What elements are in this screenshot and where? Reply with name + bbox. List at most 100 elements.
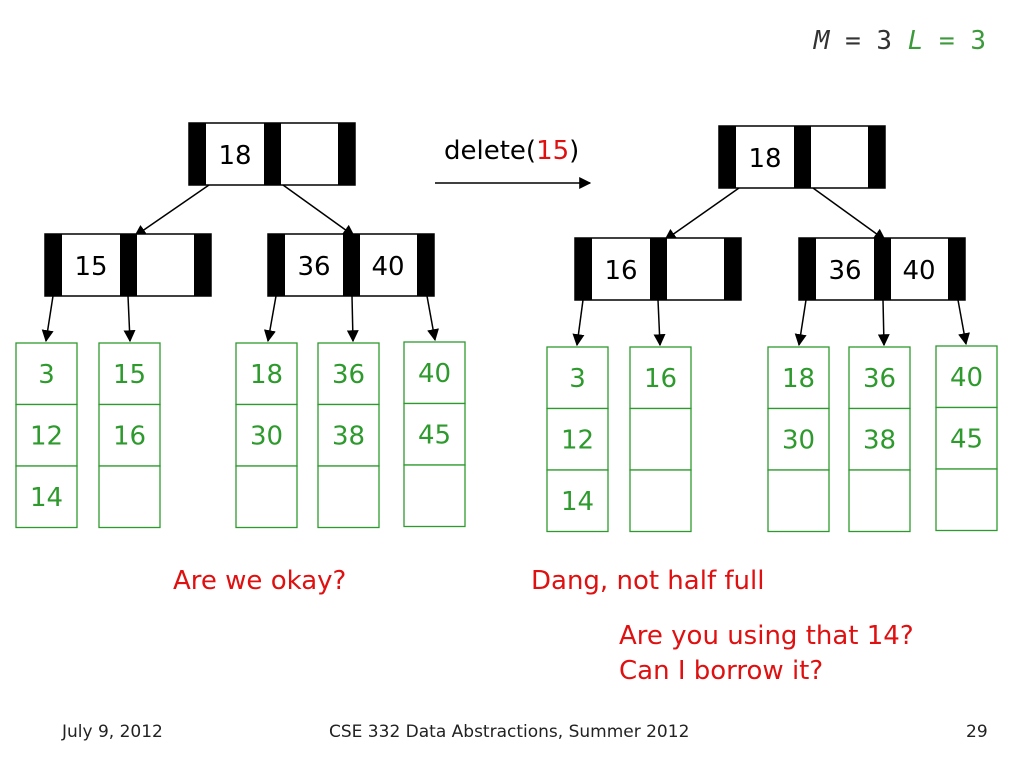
tree-before-root-node-pointer-0 — [189, 123, 206, 185]
tree-before-leaf-arrow-0 — [41, 295, 54, 343]
m-value: 3 — [876, 26, 893, 56]
caption-okay: Are we okay? — [173, 566, 347, 596]
tree-after-leaf-arrow-4 — [957, 299, 970, 346]
tree-before-root-arrow-right — [282, 184, 355, 237]
operation-arg: 15 — [536, 136, 570, 166]
tree-after-internal-node-1-pointer-0 — [799, 238, 816, 300]
tree-before-leaf-2-value-1: 30 — [250, 422, 283, 452]
tree-after-leaf-0-cell-0 — [546, 346, 609, 410]
tree-after-leaf-3-value-0: 36 — [863, 364, 896, 394]
tree-after-internal-node-1-pointer-2 — [948, 238, 965, 300]
tree-before-leaf-3: 36 38 — [317, 342, 380, 529]
tree-after-leaf-4: 40 45 — [935, 345, 998, 532]
operation-close: ) — [569, 136, 580, 166]
tree-before-internal-node-1-pointer-2 — [417, 234, 434, 296]
tree-after-leaf-4-cell-0 — [935, 345, 998, 409]
tree-after-internal-node-1-key-0: 36 — [828, 256, 861, 286]
tree-after-root-node-pointer-0 — [719, 126, 736, 188]
tree-after-leaf-0-cell-2 — [546, 469, 609, 533]
tree-before-leaf-3-cell-0 — [317, 342, 380, 406]
tree-after-leaf-2-value-0: 18 — [782, 364, 815, 394]
tree-before-leaf-1-cell-2 — [98, 465, 161, 529]
tree-after-root-node-pointer-2 — [868, 126, 885, 188]
tree-after-root-arrow-left — [664, 187, 740, 241]
tree-after-leaf-3-value-1: 38 — [863, 426, 896, 456]
tree-after-leaf-1-cell-0 — [629, 346, 692, 410]
tree-after-leaf-4-cell-2 — [935, 468, 998, 532]
tree-before-internal-node-1-pointer-0 — [268, 234, 285, 296]
tree-before-leaf-0-cell-0 — [15, 342, 78, 406]
l-value: 3 — [970, 26, 986, 56]
caption-borrow-1: Are you using that 14? — [619, 621, 914, 651]
tree-before-leaf-4-cell-2 — [403, 464, 466, 528]
tree-after-root-node: 18 — [718, 125, 886, 189]
footer-course: CSE 332 Data Abstractions, Summer 2012 — [329, 722, 690, 742]
tree-after-leaf-3: 36 38 — [848, 346, 911, 533]
order-parameters: M = 3 L = 3 — [814, 26, 986, 56]
footer-page-number: 29 — [966, 722, 988, 742]
tree-after-leaf-arrow-2 — [794, 299, 807, 347]
tree-before-internal-node-0: 15 — [44, 233, 212, 297]
tree-after-internal-node-1-pointer-1 — [874, 238, 891, 300]
tree-before-leaf-2-cell-1 — [235, 403, 298, 467]
l-label: L — [907, 26, 924, 56]
tree-before-leaf-3-value-0: 36 — [332, 360, 365, 390]
tree-before-leaf-1-value-1: 16 — [113, 422, 146, 452]
tree-before-internal-node-0-pointer-0 — [45, 234, 62, 296]
tree-after-internal-node-0-pointer-0 — [575, 238, 592, 300]
tree-after-leaf-4-value-1: 45 — [950, 425, 983, 455]
tree-before-internal-node-0-pointer-1 — [120, 234, 137, 296]
caption-borrow-2: Can I borrow it? — [619, 656, 824, 686]
tree-after-leaf-0-value-0: 3 — [569, 364, 586, 394]
tree-before-root-node-key-0: 18 — [218, 141, 251, 171]
tree-after-leaf-arrow-3 — [877, 299, 890, 347]
tree-before-root-node-pointer-2 — [338, 123, 355, 185]
tree-after-leaf-1-cell-1 — [629, 407, 692, 471]
tree-before-leaf-1-value-0: 15 — [113, 360, 146, 390]
tree-after-root-node-pointer-1 — [794, 126, 811, 188]
tree-after-leaf-3-cell-2 — [848, 469, 911, 533]
tree-before-leaf-arrow-2 — [263, 295, 277, 343]
tree-before-internal-node-1-key-0: 36 — [297, 252, 330, 282]
tree-before-root-node: 18 — [188, 122, 356, 186]
tree-before-leaf-0-cell-2 — [15, 465, 78, 529]
tree-after-leaf-3-cell-0 — [848, 346, 911, 410]
tree-before-leaf-2-value-0: 18 — [250, 360, 283, 390]
tree-before-leaf-3-cell-1 — [317, 403, 380, 467]
tree-before-internal-node-0-pointer-2 — [194, 234, 211, 296]
m-equals: = — [829, 26, 877, 56]
tree-after-leaf-1-value-0: 16 — [644, 364, 677, 394]
tree-before-internal-node-0-key-0: 15 — [74, 252, 107, 282]
tree-before-leaf-arrow-1 — [123, 295, 136, 343]
tree-before-leaf-3-value-1: 38 — [332, 422, 365, 452]
tree-before-leaf-0-value-0: 3 — [38, 360, 55, 390]
tree-after-leaf-1-cell-2 — [629, 469, 692, 533]
tree-after-root-arrow-right — [812, 187, 886, 241]
tree-before-leaf-0-value-2: 14 — [30, 483, 63, 513]
tree-after-leaf-1: 16 — [629, 346, 692, 533]
tree-after-leaf-arrow-0 — [572, 299, 585, 347]
tree-after-root-node-key-0: 18 — [748, 144, 781, 174]
tree-after-leaf-0-value-1: 12 — [561, 426, 594, 456]
m-label: M — [813, 26, 830, 56]
caption-dang: Dang, not half full — [531, 566, 765, 596]
operation-fn: delete( — [444, 136, 537, 166]
tree-before-leaf-1-cell-1 — [98, 403, 161, 467]
tree-after-leaf-4-value-0: 40 — [950, 363, 983, 393]
operation-label: delete(15) — [444, 136, 579, 166]
tree-after-leaf-0-cell-1 — [546, 407, 609, 471]
tree-after-leaf-4-cell-1 — [935, 406, 998, 470]
tree-before-leaf-4-value-0: 40 — [418, 359, 451, 389]
tree-before-leaf-3-cell-2 — [317, 465, 380, 529]
tree-after-internal-node-0-pointer-2 — [724, 238, 741, 300]
tree-before-leaf-4-cell-1 — [403, 402, 466, 466]
tree-after-leaf-arrow-1 — [653, 299, 666, 347]
